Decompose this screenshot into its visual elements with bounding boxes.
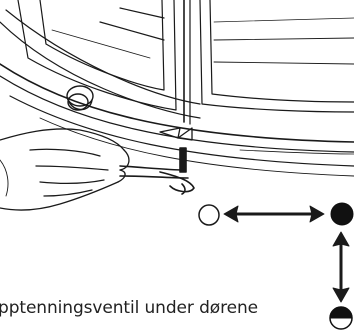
hand-illustration	[0, 128, 130, 211]
state-markers	[198, 202, 354, 330]
double-arrow-vertical-icon	[332, 231, 350, 303]
stove-doors	[0, 0, 354, 177]
double-arrow-horizontal-icon	[223, 205, 325, 223]
indicator-triangles	[159, 127, 193, 141]
door-knob	[66, 85, 94, 111]
circle-filled-icon	[330, 202, 354, 226]
circle-half-filled-icon	[329, 306, 353, 330]
ignition-valve-lever	[119, 147, 195, 195]
caption-text: pptenningsventil under dørene	[0, 298, 259, 318]
circle-outline-icon	[198, 204, 220, 226]
